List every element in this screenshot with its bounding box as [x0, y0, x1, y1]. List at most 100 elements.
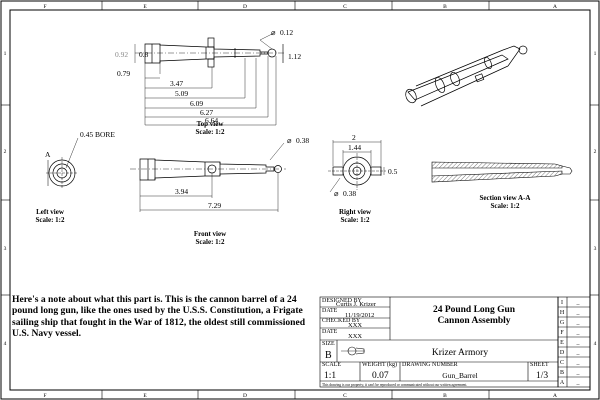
- top-dim-079: 0.79: [117, 69, 130, 78]
- tb-date-label-2: DATE: [322, 329, 338, 335]
- top-barrel-outline: [144, 43, 269, 64]
- tb-date-label-1: DATE: [322, 308, 338, 314]
- rev-letter-i: I: [561, 300, 563, 306]
- isometric-view: [405, 45, 528, 107]
- tb-weight-label: WEIGHT (kg): [362, 361, 397, 368]
- top-dim-664: 6.64: [205, 116, 218, 125]
- tb-sheet: 1/3: [536, 371, 548, 381]
- top-dim-112: 1.12: [288, 52, 301, 61]
- tb-sheet-label: SHEET: [530, 362, 549, 368]
- rev-letter-f: F: [560, 330, 564, 336]
- section-lower-wall: [431, 170, 563, 183]
- tb-scale-label: SCALE: [322, 362, 341, 368]
- top-view: [134, 32, 285, 126]
- right-view-title: Right view: [339, 208, 372, 216]
- front-dim-394: 3.94: [175, 187, 188, 196]
- zone-row-3-left: 3: [4, 246, 7, 252]
- right-dim-2: 2: [352, 133, 356, 142]
- tb-checked-by: XXX: [348, 322, 362, 329]
- rev-mark-g: _: [576, 320, 581, 326]
- zone-row-1-left: 1: [4, 51, 7, 57]
- zone-col-f-top: F: [43, 4, 46, 10]
- top-trunnion-upper: [207, 37, 215, 48]
- front-view: [130, 142, 286, 212]
- rev-letter-c: C: [560, 360, 564, 366]
- zone-col-e-bottom: E: [143, 393, 147, 399]
- top-dim-08: 0.8: [139, 50, 149, 59]
- front-dim-729: 7.29: [208, 201, 221, 210]
- front-view-title: Front view: [194, 230, 227, 238]
- top-dim-609: 6.09: [190, 99, 203, 108]
- left-view: [46, 137, 79, 189]
- top-dim-627: 6.27: [200, 108, 213, 117]
- right-dia-038: 0.38: [343, 189, 356, 198]
- tb-drawing-no: Gun_Barrel: [442, 371, 477, 380]
- zone-col-a-top: A: [553, 4, 557, 10]
- rev-mark-i: _: [576, 300, 581, 306]
- right-view-scale: Scale: 1:2: [341, 216, 370, 224]
- section-view-title: Section view A-A: [480, 194, 531, 202]
- left-view-title: Left view: [36, 208, 65, 216]
- top-dim-509: 5.09: [175, 89, 188, 98]
- rev-mark-c: _: [576, 360, 581, 366]
- top-dim-092: 0.92: [115, 50, 128, 59]
- top-dim-347: 3.47: [170, 79, 183, 88]
- section-view: [431, 161, 573, 183]
- tb-company: Krizer Armory: [432, 348, 488, 358]
- top-trunnion-lower: [207, 58, 215, 68]
- tb-designed-by-label: DESIGNED BY: [322, 298, 362, 304]
- zone-col-c-top: C: [343, 4, 347, 10]
- tb-drawing-no-label: DRAWING NUMBER: [402, 362, 458, 368]
- right-dia-symbol: ⌀: [334, 189, 339, 198]
- zone-col-a-bottom: A: [553, 393, 557, 399]
- zone-row-2-left: 2: [4, 149, 7, 155]
- zone-row-4-right: 4: [594, 341, 597, 347]
- rev-mark-f: _: [576, 330, 581, 336]
- front-dia-symbol: ⌀: [287, 136, 292, 145]
- right-dim-05: 0.5: [388, 167, 398, 176]
- zone-row-1-right: 1: [594, 51, 597, 57]
- tb-footer: This drawing is our property; it can't b…: [322, 383, 467, 387]
- top-view-scale: Scale: 1:2: [196, 128, 225, 136]
- zone-col-b-top: B: [443, 4, 447, 10]
- rev-letter-e: E: [560, 340, 564, 346]
- top-view-title: Top view: [197, 120, 225, 128]
- rev-mark-e: _: [576, 340, 581, 346]
- front-barrel-outline: [139, 158, 275, 181]
- rev-letter-h: H: [560, 310, 565, 316]
- zone-col-d-top: D: [243, 4, 247, 10]
- zone-row-2-right: 2: [594, 149, 597, 155]
- tb-scale: 1:1: [324, 371, 336, 381]
- top-dia-symbol: ⌀: [271, 28, 276, 37]
- rev-letter-b: B: [560, 370, 564, 376]
- tb-title-line2: Cannon Assembly: [437, 316, 510, 326]
- zone-row-4-left: 4: [4, 341, 7, 347]
- zone-row-3-right: 3: [594, 246, 597, 252]
- rev-mark-d: _: [576, 350, 581, 356]
- zone-col-c-bottom: C: [343, 393, 347, 399]
- right-dim-144: 1.44: [348, 143, 361, 152]
- zone-col-e-top: E: [143, 4, 147, 10]
- section-upper-wall: [431, 161, 563, 169]
- zone-col-f-bottom: F: [43, 393, 46, 399]
- tb-size: B: [325, 350, 332, 361]
- title-block: [319, 296, 591, 388]
- tb-title-line1: 24 Pound Long Gun: [433, 305, 516, 315]
- tb-designed-by: Curtis J. Krizer: [336, 301, 377, 308]
- rev-letter-g: G: [560, 320, 565, 326]
- zone-col-b-bottom: B: [443, 393, 447, 399]
- rev-letter-d: D: [560, 350, 565, 356]
- zone-col-d-bottom: D: [243, 393, 247, 399]
- tb-weight: 0.07: [372, 371, 389, 381]
- section-cascabel: [561, 165, 573, 175]
- section-view-scale: Scale: 1:2: [491, 202, 520, 210]
- rev-mark-h: _: [576, 310, 581, 316]
- rev-mark-a: _: [576, 380, 581, 386]
- right-view: [328, 140, 386, 193]
- part-note: Here's a note about what this part is. T…: [12, 294, 306, 340]
- rev-letter-a: A: [560, 380, 565, 386]
- left-bore-label: 0.45 BORE: [80, 130, 115, 139]
- rev-mark-b: _: [576, 370, 581, 376]
